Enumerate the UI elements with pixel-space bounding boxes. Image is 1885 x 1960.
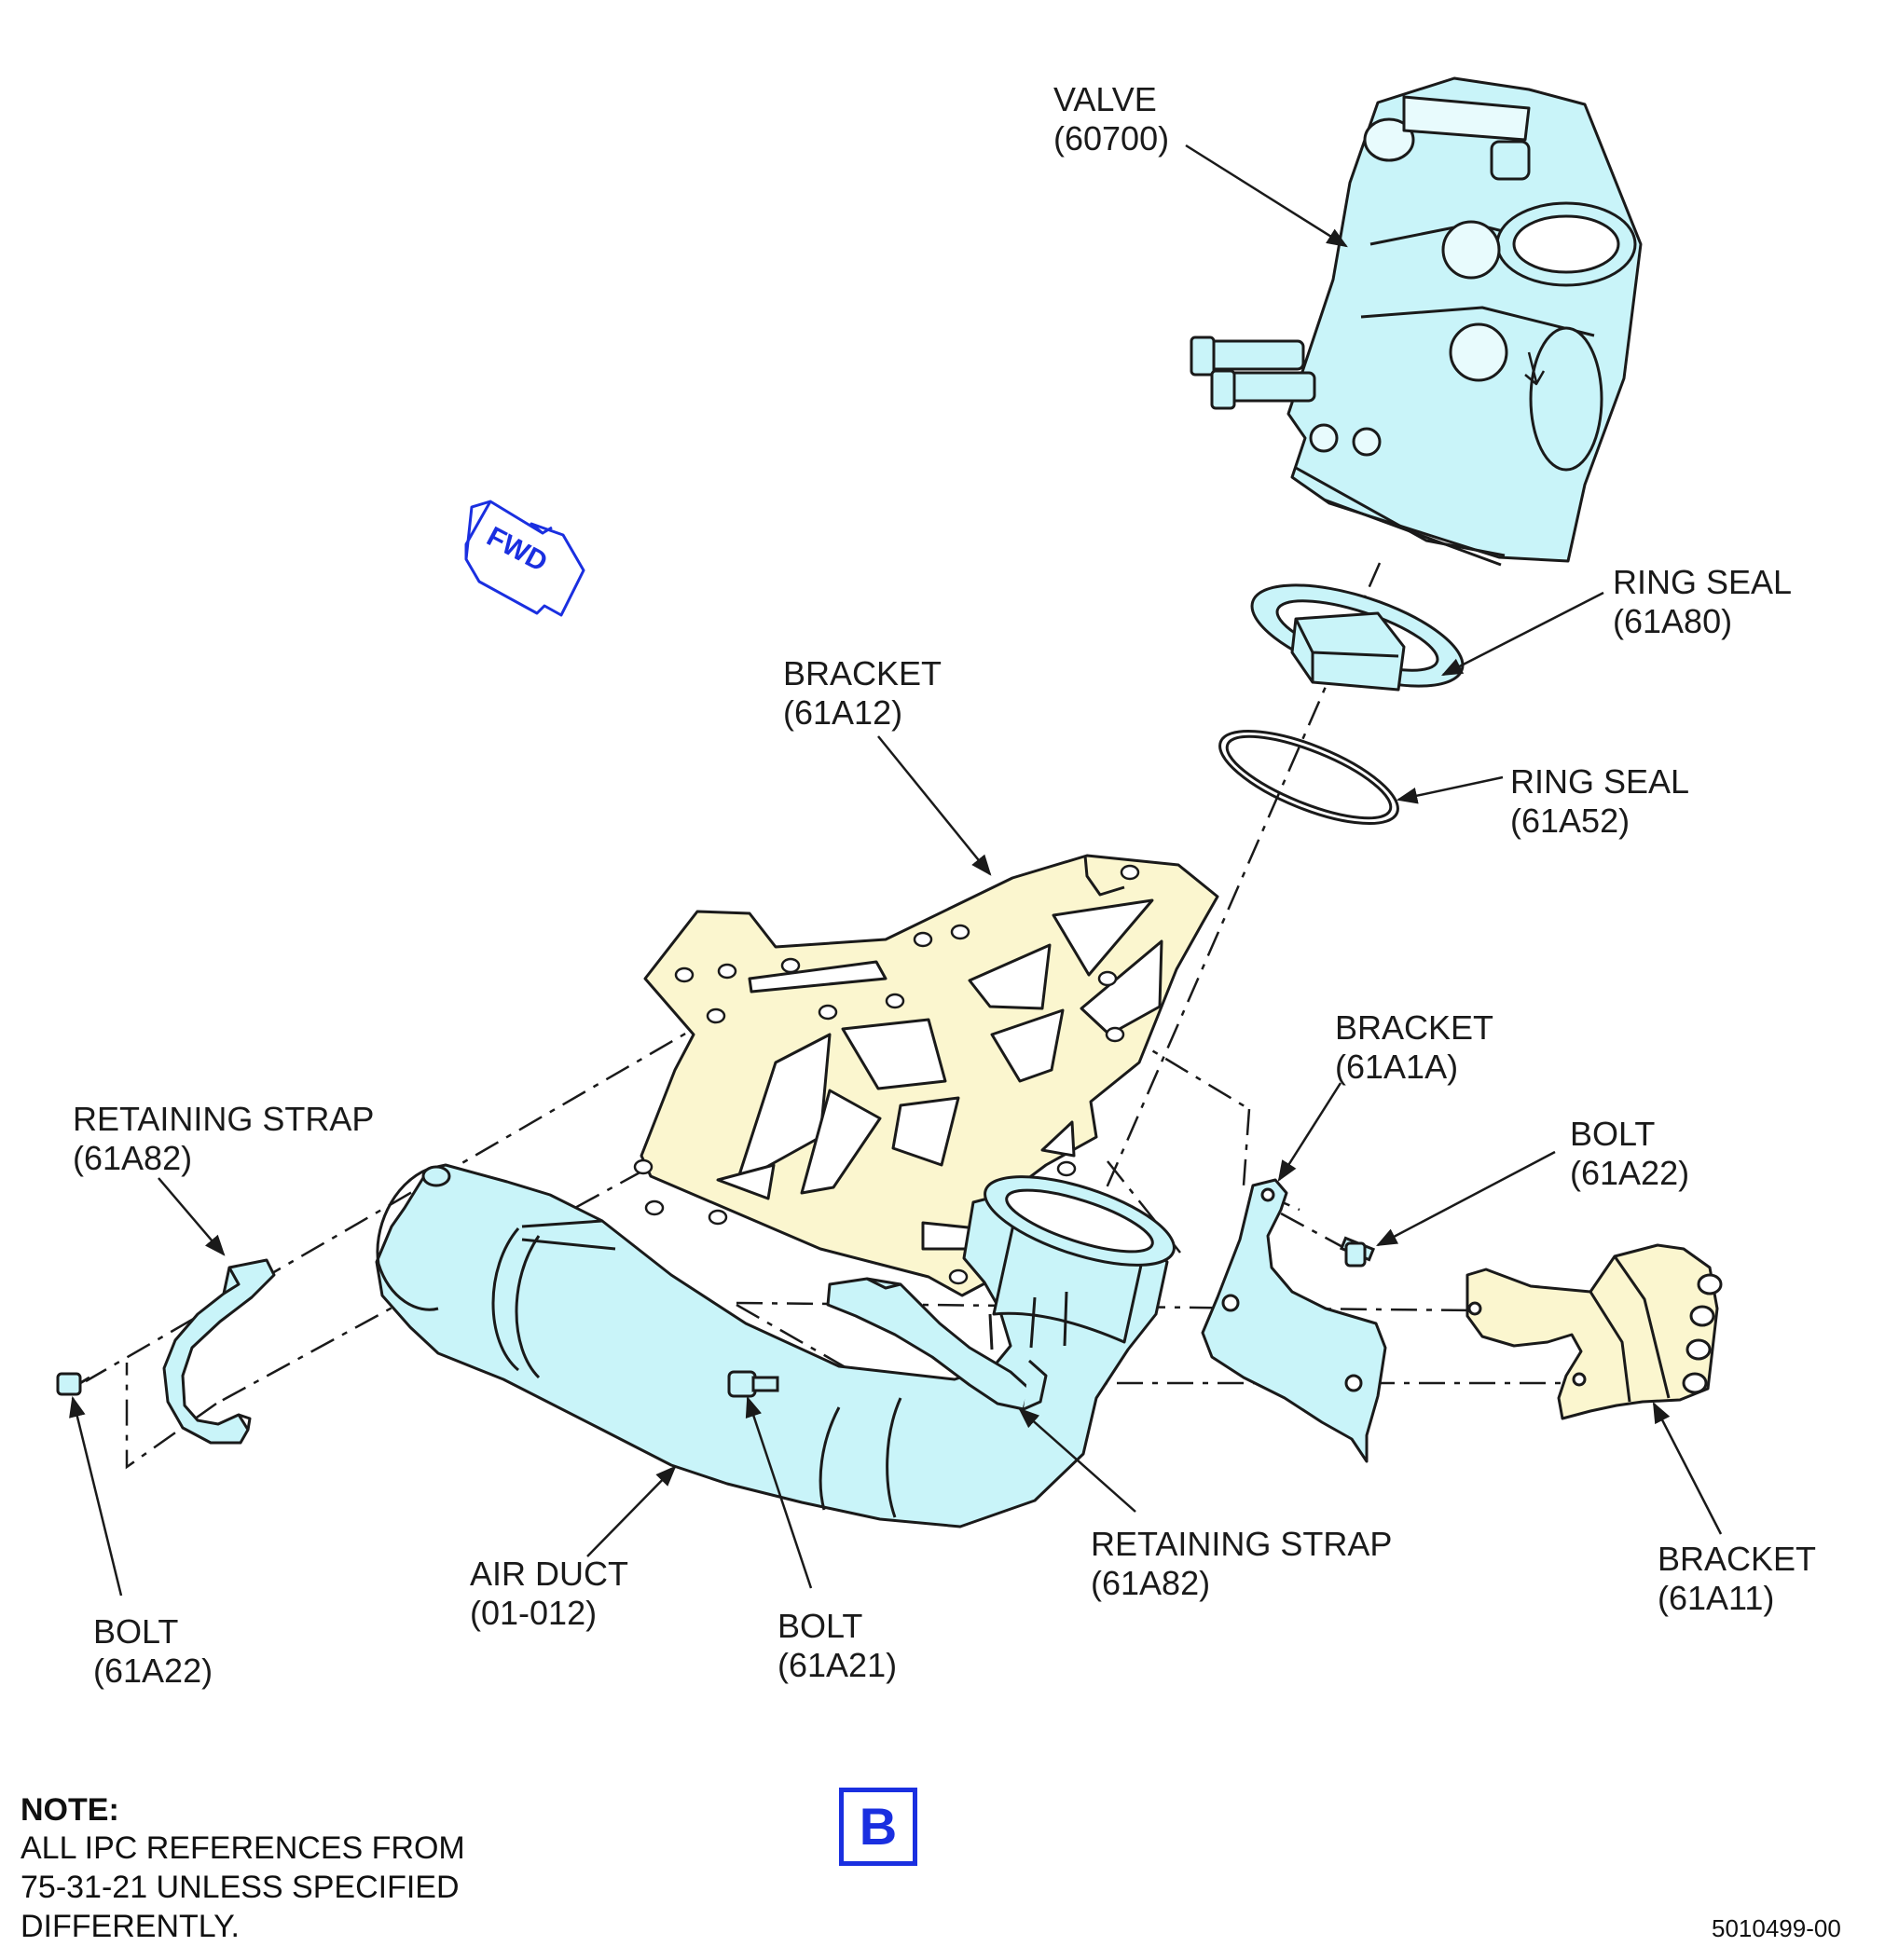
label-bolt-61a22-left: BOLT(61A22): [93, 1612, 213, 1691]
forward-arrow-icon: FWD: [464, 500, 585, 617]
leader-bracket-12: [877, 735, 992, 876]
note-title: NOTE:: [21, 1792, 119, 1828]
label-ring-seal-61a80-name: RING SEAL: [1613, 563, 1793, 601]
leader-strap-left: [158, 1177, 226, 1256]
ring-seal-61a52: [1218, 729, 1399, 826]
label-valve-ref: (60700): [1053, 119, 1170, 158]
label-air-duct-name: AIR DUCT: [470, 1555, 628, 1593]
strap-left-line: [215, 1169, 644, 1405]
label-bracket-61a12-name: BRACKET: [783, 654, 942, 692]
air-duct-01-012: [375, 1163, 1176, 1528]
label-retaining-strap-right-ref: (61A82): [1091, 1564, 1211, 1602]
view-label-box: B: [839, 1788, 917, 1866]
leader-bolt-22-right: [1376, 1150, 1556, 1247]
leader-bracket-1a: [1277, 1082, 1342, 1182]
label-bolt-61a21-name: BOLT: [777, 1607, 863, 1645]
label-ring-seal-61a52-name: RING SEAL: [1510, 762, 1690, 801]
label-bolt-61a22-right: BOLT(61A22): [1570, 1115, 1689, 1193]
leader-bracket-11: [1652, 1401, 1723, 1535]
label-ring-seal-61a52-ref: (61A52): [1510, 802, 1630, 840]
leader-bolt-22-left: [69, 1395, 123, 1597]
label-valve: VALVE(60700): [1053, 80, 1169, 158]
leader-ring-seal-52: [1396, 775, 1504, 804]
label-bracket-61a1a-name: BRACKET: [1335, 1008, 1494, 1047]
label-bracket-61a1a: BRACKET(61A1A): [1335, 1008, 1493, 1087]
bracket-1a-line: [1280, 1212, 1347, 1251]
leader-ring-seal-80: [1440, 591, 1604, 677]
leader-strap-right: [1018, 1407, 1136, 1513]
bracket-top-drop-line: [1107, 1160, 1181, 1254]
label-bracket-61a1a-ref: (61A1A): [1335, 1048, 1459, 1086]
label-bracket-61a12-ref: (61A12): [783, 693, 903, 732]
label-bolt-61a21: BOLT(61A21): [777, 1607, 897, 1685]
note-line: DIFFERENTLY.: [21, 1909, 240, 1944]
label-retaining-strap-left-name: RETAINING STRAP: [73, 1100, 375, 1138]
bolt-61a22-right-shape: [1339, 1236, 1376, 1268]
note-line: ALL IPC REFERENCES FROM: [21, 1830, 465, 1866]
label-bolt-61a22-right-name: BOLT: [1570, 1115, 1656, 1153]
note-body: ALL IPC REFERENCES FROM 75-31-21 UNLESS …: [21, 1829, 465, 1946]
leader-valve: [1185, 144, 1348, 248]
note-line: 75-31-21 UNLESS SPECIFIED: [21, 1870, 460, 1905]
label-bracket-61a11-ref: (61A11): [1658, 1579, 1775, 1617]
label-bolt-61a21-ref: (61A21): [777, 1646, 898, 1684]
label-bolt-61a22-left-ref: (61A22): [93, 1652, 213, 1690]
label-bolt-61a22-right-ref: (61A22): [1570, 1154, 1690, 1192]
label-valve-name: VALVE: [1053, 80, 1157, 118]
label-air-duct: AIR DUCT(01-012): [470, 1555, 628, 1633]
figure-number: 5010499-00: [1712, 1914, 1841, 1942]
bolt-61a21-shape: [727, 1370, 779, 1398]
label-retaining-strap-right-name: RETAINING STRAP: [1091, 1525, 1393, 1563]
label-retaining-strap-right: RETAINING STRAP(61A82): [1091, 1525, 1392, 1603]
label-retaining-strap-left: RETAINING STRAP(61A82): [73, 1100, 374, 1178]
label-air-duct-ref: (01-012): [470, 1594, 598, 1632]
label-bracket-61a11: BRACKET(61A11): [1658, 1540, 1816, 1618]
bracket-61a11: [1465, 1243, 1723, 1420]
label-bracket-61a11-name: BRACKET: [1658, 1540, 1817, 1578]
valve-illustration: [1190, 76, 1643, 567]
label-bolt-61a22-left-name: BOLT: [93, 1612, 179, 1651]
label-retaining-strap-left-ref: (61A82): [73, 1139, 193, 1177]
leader-lines: [69, 144, 1723, 1597]
label-ring-seal-61a80: RING SEAL(61A80): [1613, 563, 1792, 641]
retaining-strap-left: [162, 1258, 276, 1445]
bracket-61a1a: [1201, 1178, 1387, 1463]
strap-right-line: [736, 1303, 851, 1372]
leader-air-duct: [586, 1465, 677, 1557]
bolt-61a22-left-shape: [56, 1372, 90, 1396]
label-ring-seal-61a80-ref: (61A80): [1613, 602, 1733, 640]
retaining-strap-right: [826, 1277, 1048, 1411]
label-ring-seal-61a52: RING SEAL(61A52): [1510, 762, 1689, 841]
ring-seal-61a80: [1250, 583, 1465, 692]
label-bracket-61a12: BRACKET(61A12): [783, 654, 942, 733]
leader-bolt-21: [745, 1395, 813, 1589]
bracket-61a12: [633, 854, 1219, 1297]
